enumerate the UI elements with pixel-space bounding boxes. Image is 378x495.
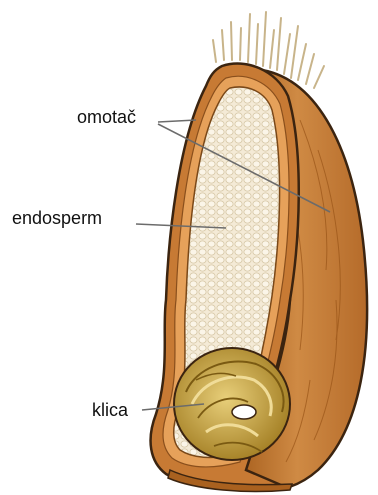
leader-line-coat-a [158, 120, 196, 122]
label-germ: klica [92, 401, 128, 419]
label-endosperm: endosperm [12, 209, 102, 227]
label-coat: omotač [77, 108, 136, 126]
germ-embryo [174, 348, 290, 460]
